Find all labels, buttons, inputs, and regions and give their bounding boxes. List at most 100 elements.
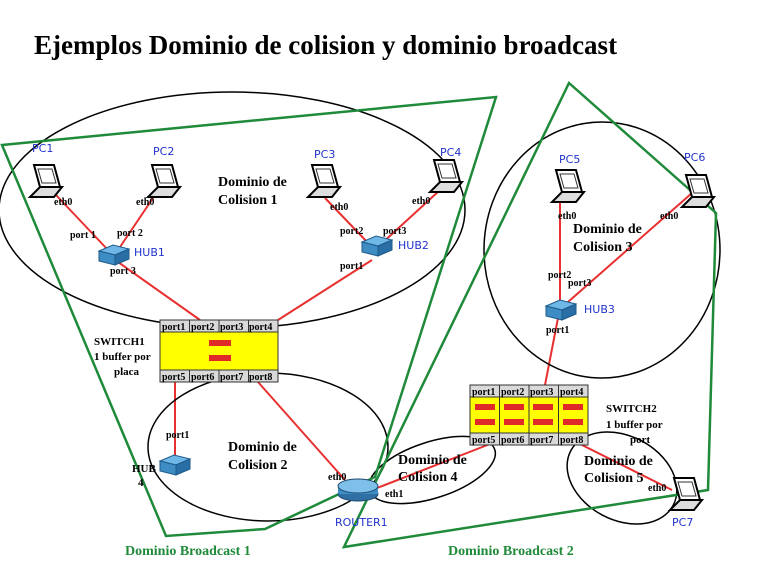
pc2[interactable]: PC2 eth0 [136,145,181,208]
link-switch2-pc7 [579,443,673,491]
switch-port: port6 [191,372,214,383]
buffer-block [209,340,231,346]
switch-port: port5 [162,372,185,383]
interface-label: eth1 [385,489,403,500]
hub3[interactable]: HUB3 port2 port3 port1 [545,270,615,336]
link-pc1-hub1 [55,194,109,251]
link-pc4-hub2 [379,189,441,246]
switch-port: port7 [530,435,553,446]
laptop-icon [307,164,341,198]
port-label: port3 [383,226,406,237]
hub-label: HUB3 [584,303,615,316]
collision-label: Dominio de [584,454,653,469]
pc5[interactable]: PC5 eth0 [551,153,585,222]
switch-port: port3 [530,387,553,398]
switch-port: port4 [560,387,583,398]
switch-port: port3 [220,322,243,333]
collision-label: Dominio de [573,222,642,237]
switch-port: port2 [191,322,214,333]
broadcast-domain-2 [341,80,718,549]
port-label: port1 [546,325,569,336]
interface-label: eth0 [412,196,430,207]
laptop-icon [681,174,715,208]
hub-icon [361,235,393,257]
buffer-block [504,419,524,425]
laptop-icon [147,164,181,198]
link-hub1-switch1 [117,261,201,321]
hub-icon [159,454,191,476]
switch2[interactable]: port1 port2 port3 port4 port5 port6 port… [469,384,589,446]
collision-label: Colision 2 [228,458,288,473]
switch1-name: SWITCH1 [94,336,145,348]
switch2-name: SWITCH2 [606,403,657,415]
hub-label: HUB [132,463,157,475]
collision-label: Dominio de [218,175,287,190]
hub2[interactable]: HUB2 port2 port3 port1 [340,226,429,272]
pc1[interactable]: PC1 eth0 [29,142,72,208]
link-hub2-switch1 [277,259,373,321]
buffer-block [209,355,231,361]
hub-icon [545,299,577,321]
switch2-desc: 1 buffer por [606,419,663,431]
buffer-block [563,404,583,410]
switch1[interactable]: port1 port2 port3 port4 port5 port6 port… [159,319,279,383]
hub-number: 4 [138,477,144,489]
port-label: port1 [340,261,363,272]
page-title: Ejemplos Dominio de colision y dominio b… [34,30,618,60]
router1[interactable]: ROUTER1 eth0 eth1 [328,472,403,529]
switch-port: port7 [220,372,243,383]
interface-label: eth0 [558,211,576,222]
switch-port: port8 [560,435,583,446]
collision-label: Colision 3 [573,240,633,255]
laptop-icon [551,169,585,203]
collision-domain-3 [483,121,721,379]
pc-label: PC2 [153,145,174,158]
interface-label: eth0 [330,202,348,213]
pc-label: PC3 [314,148,335,161]
broadcast-label-2: Dominio Broadcast 2 [448,544,574,559]
buffer-block [475,419,495,425]
collision-label: Colision 5 [584,471,644,486]
switch-port: port6 [501,435,524,446]
hub1[interactable]: HUB1 port 1 port 2 port 3 [70,228,165,277]
interface-label: eth0 [54,197,72,208]
collision-label: Colision 4 [398,470,458,485]
switch-port: port2 [501,387,524,398]
switch-port: port1 [472,387,495,398]
interface-label: eth0 [328,472,346,483]
collision-label: Colision 1 [218,193,278,208]
broadcast-domains [0,80,718,549]
port-label: port1 [166,430,189,441]
link-pc2-hub1 [117,194,156,251]
link-pc3-hub2 [324,197,371,246]
pc7[interactable]: PC7 eth0 [648,477,703,529]
buffer-block [533,419,553,425]
port-label: port3 [568,278,591,289]
switch2-desc: port [630,434,651,446]
switch1-desc: placa [114,366,140,378]
switch-port: port4 [249,322,272,333]
laptop-icon [429,159,463,193]
network-links [55,189,693,491]
port-label: port2 [548,270,571,281]
hub4[interactable]: port1 HUB 4 [132,430,191,489]
buffer-block [504,404,524,410]
buffer-block [533,404,553,410]
pc-label: PC1 [32,142,53,155]
pc6[interactable]: PC6 eth0 [660,151,715,222]
pc-label: PC6 [684,151,705,164]
laptop-icon [29,164,63,198]
collision-label: Dominio de [398,453,467,468]
pc-label: PC4 [440,146,461,159]
broadcast-domain-1 [0,95,498,538]
interface-label: eth0 [648,483,666,494]
link-pc6-hub3 [567,192,693,303]
link-hub3-switch2 [544,317,559,386]
pc4[interactable]: PC4 eth0 [412,146,463,207]
pc3[interactable]: PC3 eth0 [307,148,348,213]
pc-label: PC5 [559,153,580,166]
buffer-block [563,419,583,425]
port-label: port 2 [117,228,143,239]
collision-label: Dominio de [228,440,297,455]
